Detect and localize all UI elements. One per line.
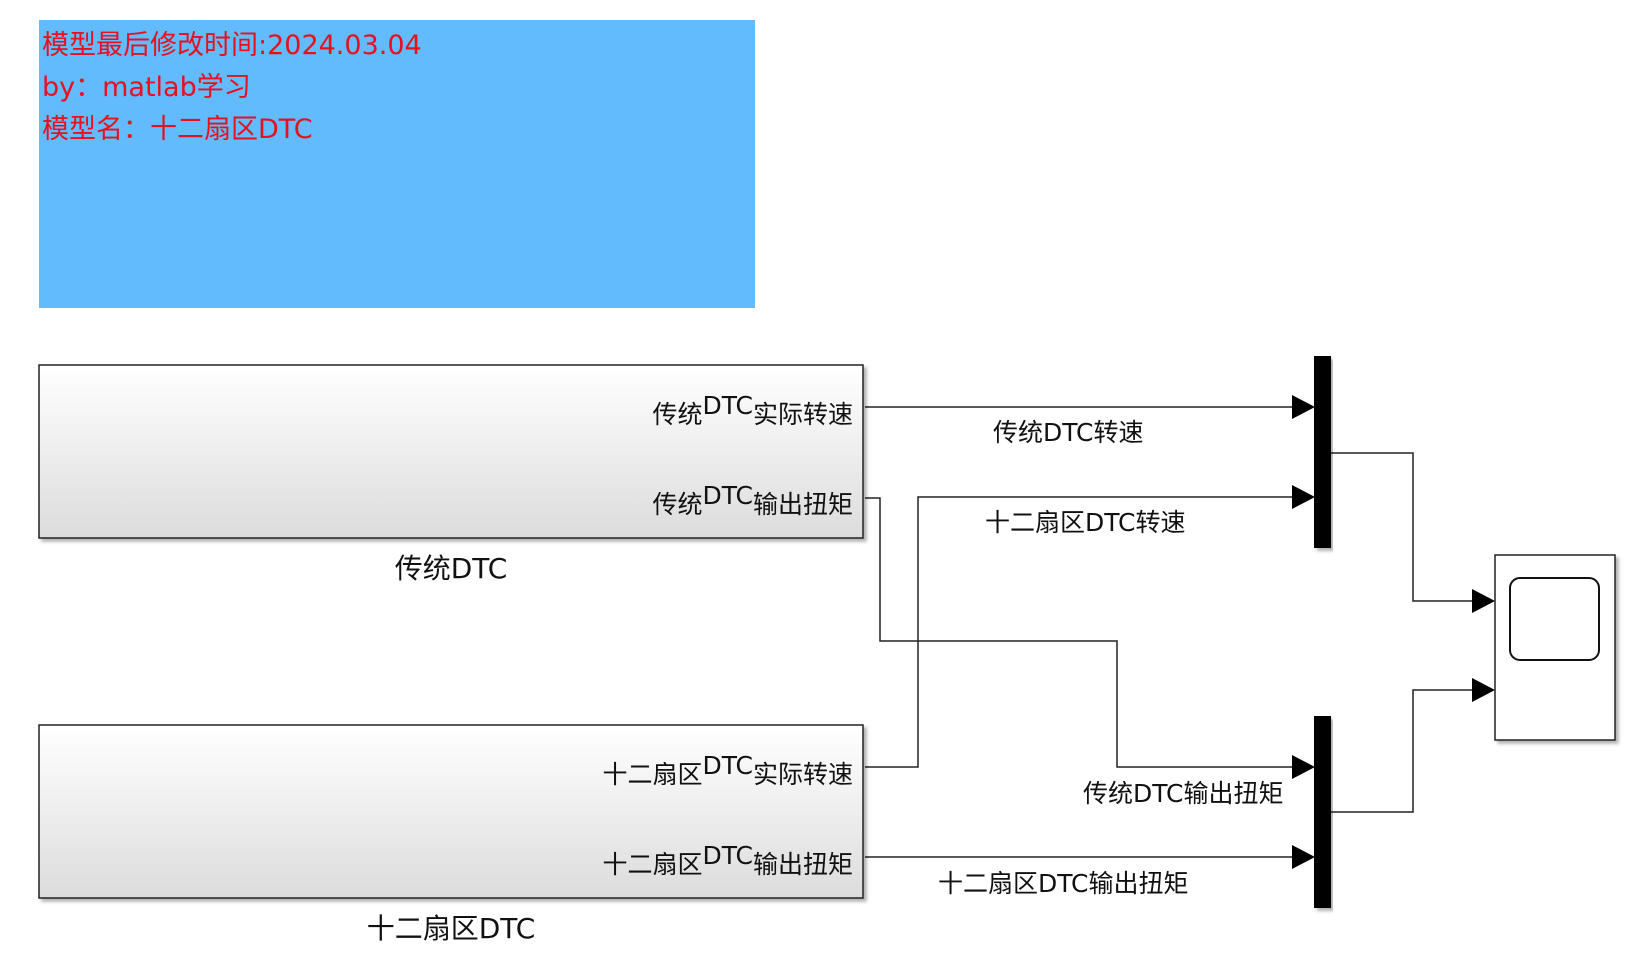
wire-mux-torque-to-scope[interactable] [1331,689,1478,813]
arrow-head-scope-in2 [1472,678,1495,702]
signal-label-twelve-speed[interactable]: 十二扇区DTC转速 [985,508,1186,537]
wire-traditional-torque[interactable] [865,497,1295,768]
signal-labels: 传统DTC转速 十二扇区DTC转速 传统DTC输出扭矩 十二扇区DTC输出扭矩 [938,418,1284,898]
signal-lines [865,406,1478,858]
note-background [39,20,755,308]
arrow-head-scope-in1 [1472,589,1495,613]
port-label-traditional-speed: 传统DTC实际转速 [652,391,853,429]
signal-label-traditional-torque[interactable]: 传统DTC输出扭矩 [1083,779,1284,808]
arrow-head-mux-torque-in1 [1292,755,1315,779]
note-line-modified-time: 模型最后修改时间:2024.03.04 [42,30,422,61]
signal-label-traditional-speed[interactable]: 传统DTC转速 [993,418,1144,447]
wire-twelve-speed[interactable] [865,496,1295,768]
scope-icon [1509,577,1600,661]
arrow-head-mux-torque-in2 [1292,845,1315,869]
wire-mux-speed-to-scope[interactable] [1331,452,1478,602]
mux-speed-block[interactable] [1314,356,1331,548]
subsystem-traditional-name: 传统DTC [395,552,508,585]
arrow-head-mux-speed-in2 [1292,485,1315,509]
port-label-twelve-torque: 十二扇区DTC输出扭矩 [602,841,853,879]
subsystem-twelve-name: 十二扇区DTC [367,912,536,945]
subsystem-twelve-sector-dtc[interactable]: 十二扇区DTC实际转速 十二扇区DTC输出扭矩 十二扇区DTC [38,724,864,945]
signal-label-twelve-torque[interactable]: 十二扇区DTC输出扭矩 [938,869,1189,898]
note-line-model-name: 模型名：十二扇区DTC [42,114,313,145]
subsystem-twelve-body[interactable] [38,724,864,899]
scope-block[interactable] [1494,554,1616,741]
port-label-twelve-speed: 十二扇区DTC实际转速 [602,751,853,789]
note-line-author: by：matlab学习 [42,72,251,103]
port-label-traditional-torque: 传统DTC输出扭矩 [652,481,853,519]
arrow-head-mux-speed-in1 [1292,395,1315,419]
subsystem-traditional-body[interactable] [38,364,864,539]
mux-torque-block[interactable] [1314,716,1331,908]
subsystem-traditional-dtc[interactable]: 传统DTC实际转速 传统DTC输出扭矩 传统DTC [38,364,864,585]
arrow-heads [1292,395,1495,869]
model-info-note[interactable]: 模型最后修改时间:2024.03.04 by：matlab学习 模型名：十二扇区… [39,20,755,308]
